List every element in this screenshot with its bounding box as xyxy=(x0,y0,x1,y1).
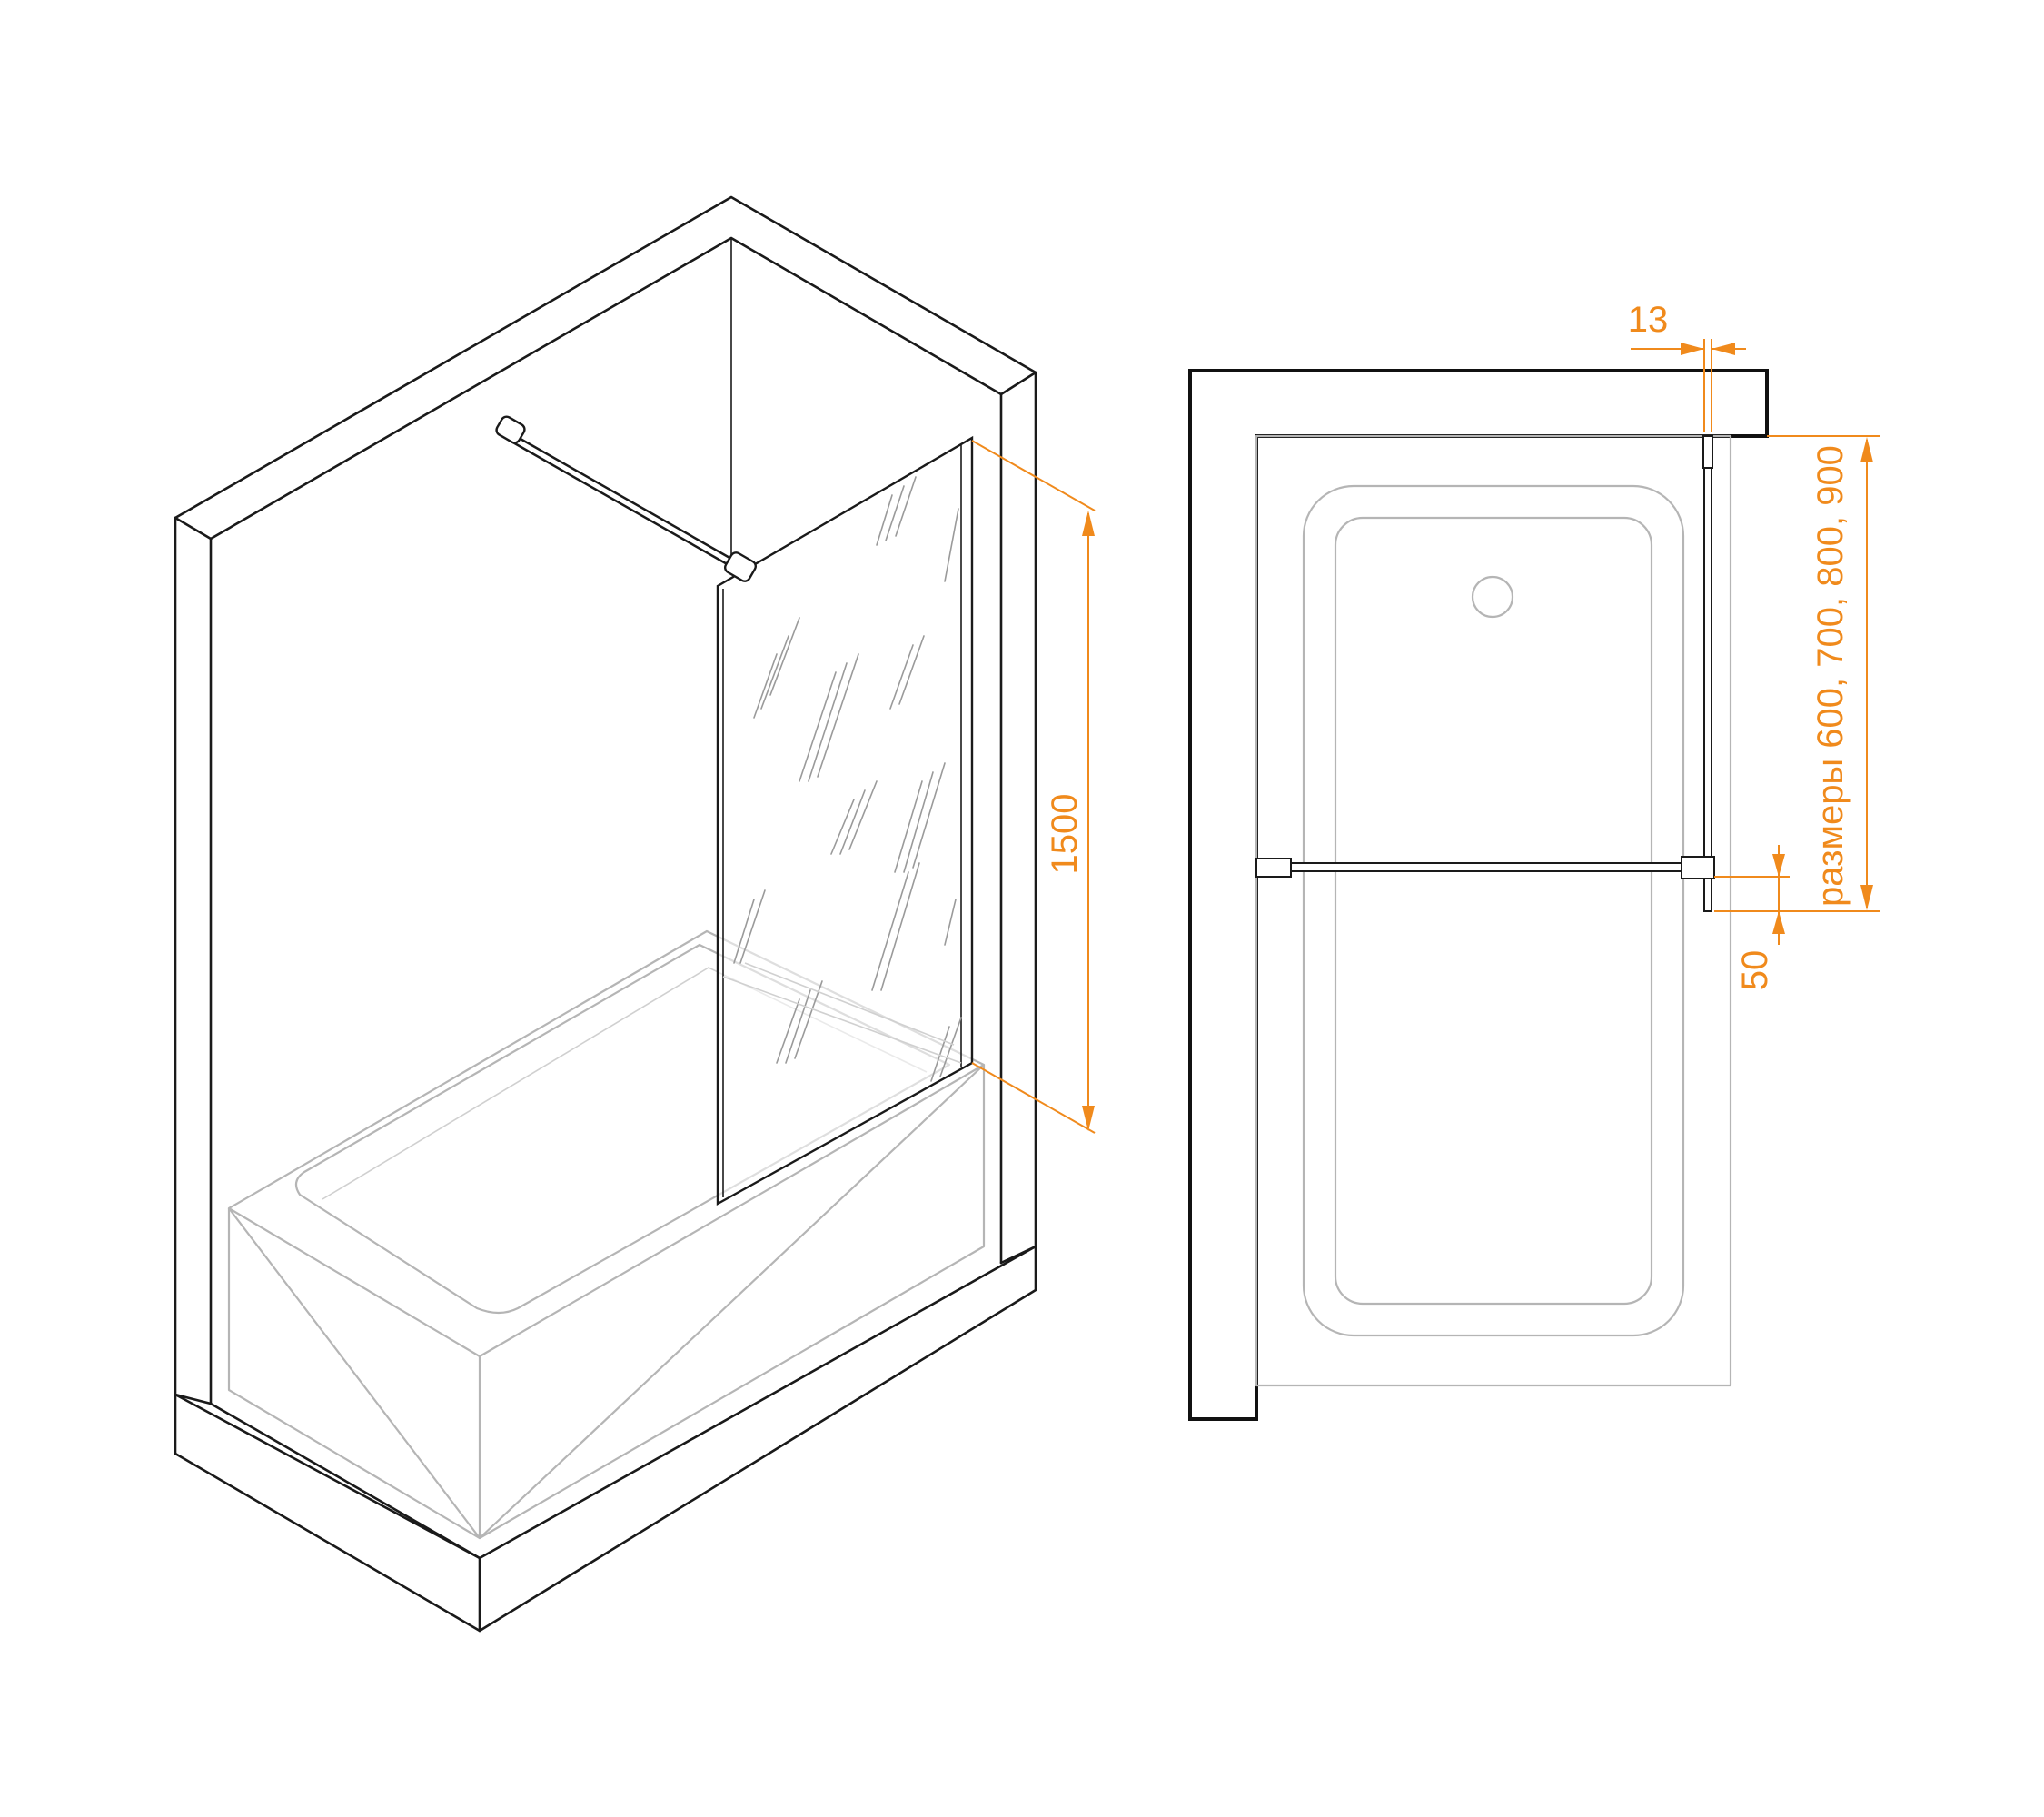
plan-wall xyxy=(1188,369,1769,1421)
glass-clamp xyxy=(724,551,757,582)
plan-bathtub-rim xyxy=(1302,484,1685,1337)
isometric-view: 1500 xyxy=(174,195,1096,1633)
plan-drain xyxy=(1471,575,1514,619)
wall-mount-bracket xyxy=(495,415,526,444)
walls-iso xyxy=(174,195,1037,1633)
glass-panel-iso xyxy=(716,435,974,1206)
plan-bathtub-outline xyxy=(1255,434,1732,1387)
width-dimension-label: размеры 600, 700, 800, 900 xyxy=(1811,445,1851,907)
plan-view: 13 50 размеры 600, 700, 800, 900 xyxy=(1188,300,1880,1421)
bar-offset-label: 50 xyxy=(1735,950,1775,991)
glass-thickness-dimension: 13 xyxy=(1628,300,1746,432)
stabilizer-bar-iso[interactable] xyxy=(494,414,758,582)
plan-glass-panel xyxy=(1702,435,1713,912)
height-dimension: 1500 xyxy=(971,440,1096,1134)
plan-stabilizer-bar[interactable] xyxy=(1255,856,1715,879)
height-dimension-label: 1500 xyxy=(1045,794,1085,875)
plan-bathtub-basin xyxy=(1334,516,1653,1306)
bar-offset-dimension: 50 xyxy=(1714,845,1790,990)
frosted-pattern xyxy=(733,476,962,1082)
glass-thickness-label: 13 xyxy=(1628,300,1669,340)
width-dimension: размеры 600, 700, 800, 900 xyxy=(1717,435,1880,912)
